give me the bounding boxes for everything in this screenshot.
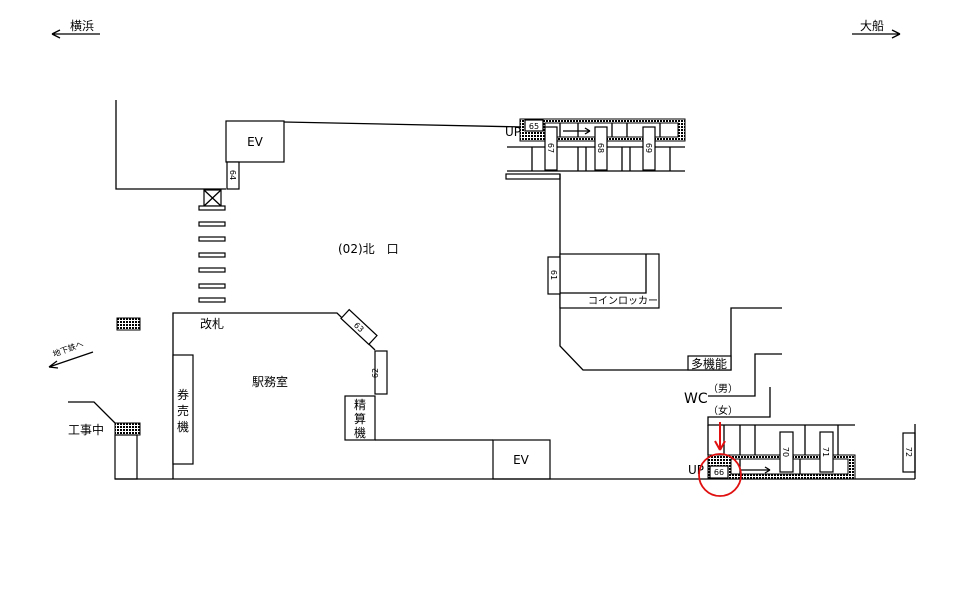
coin-locker: コインロッカー	[559, 253, 660, 309]
up-label-top: UP	[505, 125, 521, 139]
fare-adjustment-machine: 精 算 機	[344, 395, 376, 441]
svg-text:機: 機	[354, 425, 366, 440]
wall	[708, 353, 782, 397]
svg-text:券: 券	[177, 387, 189, 402]
wc-male-label: （男）	[708, 383, 738, 395]
number-64: 64	[226, 161, 240, 190]
svg-text:69: 69	[644, 143, 653, 153]
svg-text:64: 64	[228, 170, 237, 180]
svg-text:61: 61	[549, 270, 558, 280]
svg-text:65: 65	[529, 122, 539, 131]
x-box-icon	[203, 189, 222, 207]
pillar-hatched	[116, 317, 141, 331]
construction-label: 工事中	[68, 422, 104, 437]
number-69: 69	[642, 126, 656, 171]
wall	[283, 121, 526, 128]
wall	[68, 401, 116, 424]
gate-label: 改札	[200, 317, 224, 331]
north-exit-label: (02)北 口	[338, 242, 399, 256]
number-62: 62	[371, 350, 388, 395]
number-63: 63	[340, 308, 378, 346]
svg-text:71: 71	[821, 447, 830, 457]
svg-text:66: 66	[714, 468, 724, 477]
number-61: 61	[547, 256, 561, 295]
subway-direction: 地下鉄へ	[48, 339, 94, 369]
svg-text:大船: 大船	[860, 19, 884, 33]
svg-text:算: 算	[354, 411, 366, 426]
svg-text:売: 売	[177, 403, 189, 418]
svg-text:横浜: 横浜	[70, 19, 94, 33]
wall	[707, 387, 855, 426]
svg-text:62: 62	[371, 368, 380, 378]
wc-female-label: （女）	[708, 404, 738, 417]
elevator-top: EV	[225, 120, 285, 163]
ledge	[505, 173, 561, 180]
multi-purpose-toilet: 多機能	[687, 355, 732, 371]
crosswalk-stripes	[198, 205, 226, 303]
ticket-machine: 券 売 機	[172, 354, 194, 465]
svg-text:68: 68	[596, 143, 605, 153]
highlight-marker	[698, 422, 742, 497]
number-65: 65	[524, 119, 544, 132]
arrow-up-direction-icon	[740, 466, 771, 474]
arrow-left-icon	[51, 29, 100, 39]
number-67: 67	[544, 126, 558, 171]
number-66: 66	[709, 465, 729, 479]
elevator-bottom: EV	[492, 439, 551, 480]
svg-text:地下鉄へ: 地下鉄へ	[51, 339, 84, 359]
arrow-subway-icon	[48, 351, 94, 369]
svg-text:72: 72	[904, 447, 913, 457]
number-71: 71	[819, 431, 834, 473]
svg-text:精: 精	[354, 398, 366, 412]
wall	[115, 100, 226, 190]
wc-label: WC	[684, 391, 708, 407]
station-office-label: 駅務室	[252, 374, 288, 389]
pillar-hatched	[114, 422, 141, 436]
svg-text:EV: EV	[513, 453, 530, 467]
direction-ofuna: 大船	[852, 19, 901, 39]
arrow-up-direction-icon	[563, 127, 591, 135]
svg-text:機: 機	[177, 419, 189, 434]
wall	[559, 174, 782, 371]
red-circle-icon	[698, 453, 742, 497]
direction-yokohama: 横浜	[51, 19, 100, 39]
arrow-right-icon	[852, 29, 901, 39]
svg-text:EV: EV	[247, 135, 264, 149]
construction-box	[114, 434, 138, 480]
svg-text:多機能: 多機能	[691, 356, 727, 371]
number-70: 70	[779, 431, 794, 473]
number-68: 68	[594, 126, 608, 171]
svg-text:67: 67	[546, 143, 555, 153]
number-72: 72	[902, 424, 916, 479]
svg-text:70: 70	[781, 447, 790, 457]
svg-text:コインロッカー: コインロッカー	[588, 295, 658, 307]
red-arrow-icon	[714, 422, 726, 451]
